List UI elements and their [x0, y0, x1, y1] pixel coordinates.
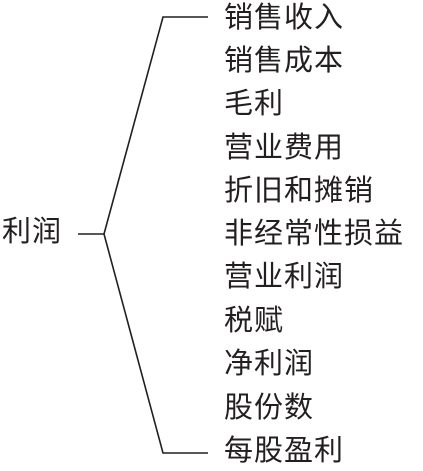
item-share-count: 股份数	[224, 390, 315, 424]
item-operating-expenses: 营业费用	[224, 130, 345, 164]
item-taxes: 税赋	[224, 303, 285, 337]
item-cost-of-sales: 销售成本	[224, 43, 345, 77]
item-gross-profit: 毛利	[224, 86, 285, 120]
item-net-profit: 净利润	[224, 346, 315, 380]
item-operating-profit: 营业利润	[224, 259, 345, 293]
item-earnings-per-share: 每股盈利	[224, 433, 345, 467]
item-depreciation-amortization: 折旧和摊销	[224, 173, 375, 207]
item-sales-revenue: 销售收入	[224, 0, 345, 34]
root-label: 利润	[2, 214, 63, 248]
item-nonrecurring-items: 非经常性损益	[224, 216, 405, 250]
